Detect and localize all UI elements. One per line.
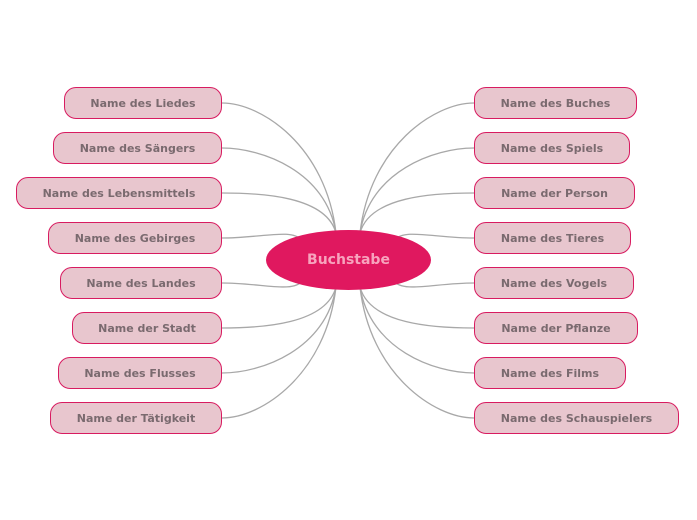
left-node-name-des-gebirges[interactable]: Name des Gebirges xyxy=(48,222,222,254)
connector-line xyxy=(221,286,337,419)
left-node-name-der-stadt[interactable]: Name der Stadt xyxy=(72,312,222,344)
connector-line xyxy=(359,286,475,374)
central-topic[interactable]: Buchstabe xyxy=(266,230,431,290)
node-label: Name der Tätigkeit xyxy=(76,411,196,425)
right-node-name-des-tieres[interactable]: Name des Tieres xyxy=(474,222,631,254)
connector-line xyxy=(221,192,337,234)
right-node-name-des-schauspielers[interactable]: Name des Schauspielers xyxy=(474,402,679,434)
right-node-name-der-pflanze[interactable]: Name der Pflanze xyxy=(474,312,638,344)
left-node-name-des-lebensmittels[interactable]: Name des Lebensmittels xyxy=(16,177,222,209)
node-label: Name des Tieres xyxy=(500,231,605,245)
right-node-name-der-person[interactable]: Name der Person xyxy=(474,177,635,209)
connector-line xyxy=(359,286,475,329)
left-node-name-des-saengers[interactable]: Name des Sängers xyxy=(53,132,222,164)
node-label: Name des Schauspielers xyxy=(500,411,653,425)
node-label: Name des Liedes xyxy=(90,96,196,110)
node-label: Name des Vogels xyxy=(500,276,608,290)
right-node-name-des-vogels[interactable]: Name des Vogels xyxy=(474,267,634,299)
connector-line xyxy=(359,102,475,234)
right-node-name-des-buches[interactable]: Name des Buches xyxy=(474,87,637,119)
node-label: Name der Stadt xyxy=(98,321,196,335)
connector-line xyxy=(221,102,337,234)
node-label: Name des Gebirges xyxy=(74,231,196,245)
connector-line xyxy=(359,147,475,234)
left-node-name-des-flusses[interactable]: Name des Flusses xyxy=(58,357,222,389)
connector-line xyxy=(359,192,475,234)
connector-line xyxy=(221,286,337,329)
right-node-name-des-films[interactable]: Name des Films xyxy=(474,357,626,389)
central-topic-label: Buchstabe xyxy=(307,252,390,268)
node-label: Name des Films xyxy=(500,366,600,380)
node-label: Name der Pflanze xyxy=(501,321,611,335)
left-node-name-des-landes[interactable]: Name des Landes xyxy=(60,267,222,299)
connector-line xyxy=(359,286,475,419)
left-node-name-des-liedes[interactable]: Name des Liedes xyxy=(64,87,222,119)
node-label: Name des Sängers xyxy=(79,141,196,155)
connector-line xyxy=(221,286,337,374)
node-label: Name des Flusses xyxy=(84,366,196,380)
node-label: Name des Buches xyxy=(500,96,611,110)
node-label: Name der Person xyxy=(501,186,608,200)
node-label: Name des Lebensmittels xyxy=(42,186,196,200)
node-label: Name des Spiels xyxy=(500,141,604,155)
right-node-name-des-spiels[interactable]: Name des Spiels xyxy=(474,132,630,164)
connector-line xyxy=(221,147,337,234)
node-label: Name des Landes xyxy=(86,276,196,290)
left-node-name-der-taetigkeit[interactable]: Name der Tätigkeit xyxy=(50,402,222,434)
